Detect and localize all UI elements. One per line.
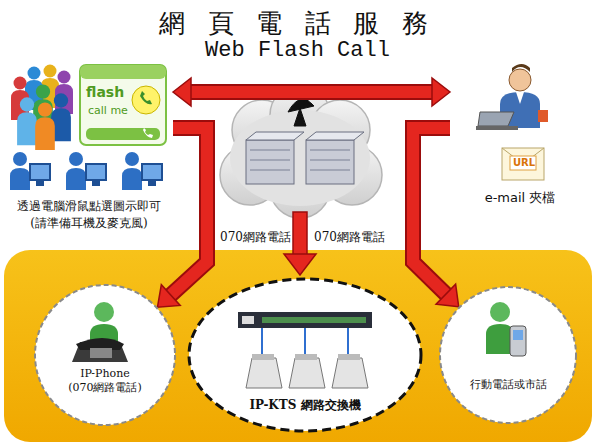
line-label: 070網路電話 xyxy=(314,229,385,246)
yellow-band xyxy=(4,250,592,442)
node-text: e-mail 夾檔 xyxy=(485,189,556,207)
widget-label: flash xyxy=(86,84,124,100)
office-worker xyxy=(476,64,548,130)
node-text: 透過電腦滑鼠點選圖示即可 (請準備耳機及麥克風) xyxy=(9,198,169,232)
node-text: 行動電話或市話 xyxy=(470,377,547,392)
flash-call-widget xyxy=(80,65,166,145)
ip-kts-switch xyxy=(238,312,372,388)
mobile-phone-icon xyxy=(486,302,526,356)
people-group xyxy=(11,65,73,151)
cloud xyxy=(220,85,382,218)
servers xyxy=(246,132,364,184)
url-tag: URL xyxy=(513,157,535,168)
line-label: 070網路電話 xyxy=(220,229,291,246)
widget-label: call me xyxy=(88,104,128,117)
red-arrow xyxy=(173,78,450,106)
node-text: IP-Phone (070網路電話) xyxy=(55,367,155,395)
ip-phone-icon xyxy=(72,302,128,362)
computer-users xyxy=(10,152,162,190)
satellite-dish xyxy=(288,96,314,126)
red-arrow xyxy=(413,128,459,307)
red-arrow xyxy=(157,128,207,307)
subtitle: Web Flash Call xyxy=(0,38,595,63)
diagram-title: 網 頁 電 話 服 務 xyxy=(0,6,595,41)
email-envelope xyxy=(502,148,544,180)
node-text: IP-KTS 網路交換機 xyxy=(249,397,360,414)
